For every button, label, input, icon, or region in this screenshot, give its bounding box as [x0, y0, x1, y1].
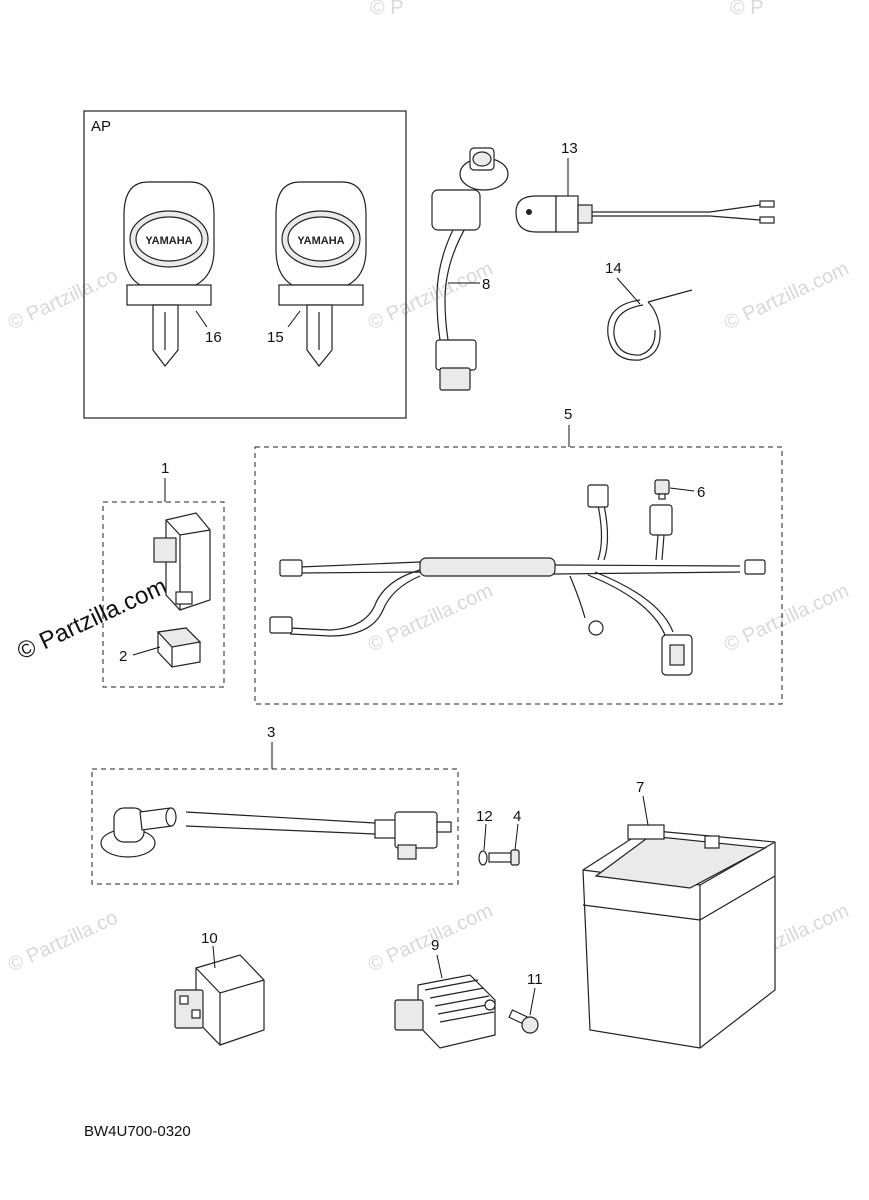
ap-group-box — [83, 110, 407, 419]
main-switch-8[interactable] — [431, 147, 509, 391]
cable-tie-14[interactable] — [607, 289, 693, 361]
fuse-6[interactable] — [654, 479, 670, 500]
callout-5[interactable]: 5 — [564, 406, 572, 423]
callout-12[interactable]: 12 — [476, 808, 493, 825]
callout-2[interactable]: 2 — [119, 648, 127, 665]
watermark: © Partzilla.co — [5, 907, 121, 977]
cdi-cover-2[interactable] — [156, 627, 202, 668]
ap-group-label: AP — [91, 118, 111, 135]
watermark: © Partzilla.com — [365, 580, 496, 657]
wire-harness-5[interactable] — [269, 484, 766, 676]
key-logo: YAMAHA — [297, 235, 344, 247]
watermark: © Partzilla.com — [721, 258, 852, 335]
group-3-box — [91, 768, 459, 885]
callout-3[interactable]: 3 — [267, 724, 275, 741]
callout-7[interactable]: 7 — [636, 779, 644, 796]
watermark: © Partzilla.co — [5, 265, 121, 335]
screw-4[interactable] — [488, 849, 520, 866]
watermark: © Partzilla.com — [365, 258, 496, 335]
callout-4[interactable]: 4 — [513, 808, 521, 825]
callout-8[interactable]: 8 — [482, 276, 490, 293]
callout-1[interactable]: 1 — [161, 460, 169, 477]
key-logo: YAMAHA — [145, 235, 192, 247]
watermark: © P — [730, 0, 764, 19]
leader-2 — [132, 646, 161, 656]
callout-15[interactable]: 15 — [267, 329, 284, 346]
leader-15 — [287, 310, 301, 328]
switch-13[interactable] — [515, 195, 775, 233]
group-5-box — [254, 446, 783, 705]
watermark: © Partzilla.com — [721, 580, 852, 657]
cdi-unit[interactable] — [153, 512, 211, 611]
leader-10 — [212, 945, 216, 969]
leader-14 — [616, 277, 641, 305]
callout-16[interactable]: 16 — [205, 329, 222, 346]
leader-4 — [514, 823, 519, 851]
diagram-code: BW4U700-0320 — [84, 1123, 191, 1140]
leader-6 — [669, 487, 695, 492]
leader-9 — [436, 954, 443, 979]
washer-12[interactable] — [478, 850, 488, 866]
key-16[interactable]: YAMAHA — [123, 181, 215, 367]
bolt-11[interactable] — [508, 1009, 539, 1034]
leader-16 — [195, 310, 208, 328]
callout-9[interactable]: 9 — [431, 937, 439, 954]
leader-11 — [529, 987, 536, 1016]
relay-10[interactable] — [174, 954, 265, 1046]
leader-7 — [642, 795, 649, 826]
ignition-coil-3[interactable] — [100, 807, 452, 860]
key-15[interactable]: YAMAHA — [275, 181, 367, 367]
callout-14[interactable]: 14 — [605, 260, 622, 277]
callout-11[interactable]: 11 — [527, 971, 543, 988]
leader-12 — [483, 823, 487, 851]
rectifier-9[interactable] — [394, 974, 496, 1049]
callout-6[interactable]: 6 — [697, 484, 705, 501]
battery-7[interactable] — [582, 824, 776, 1049]
callout-13[interactable]: 13 — [561, 140, 578, 157]
callout-10[interactable]: 10 — [201, 930, 218, 947]
watermark: © P — [370, 0, 404, 19]
watermark-dark: © Partzilla.com — [13, 573, 171, 666]
